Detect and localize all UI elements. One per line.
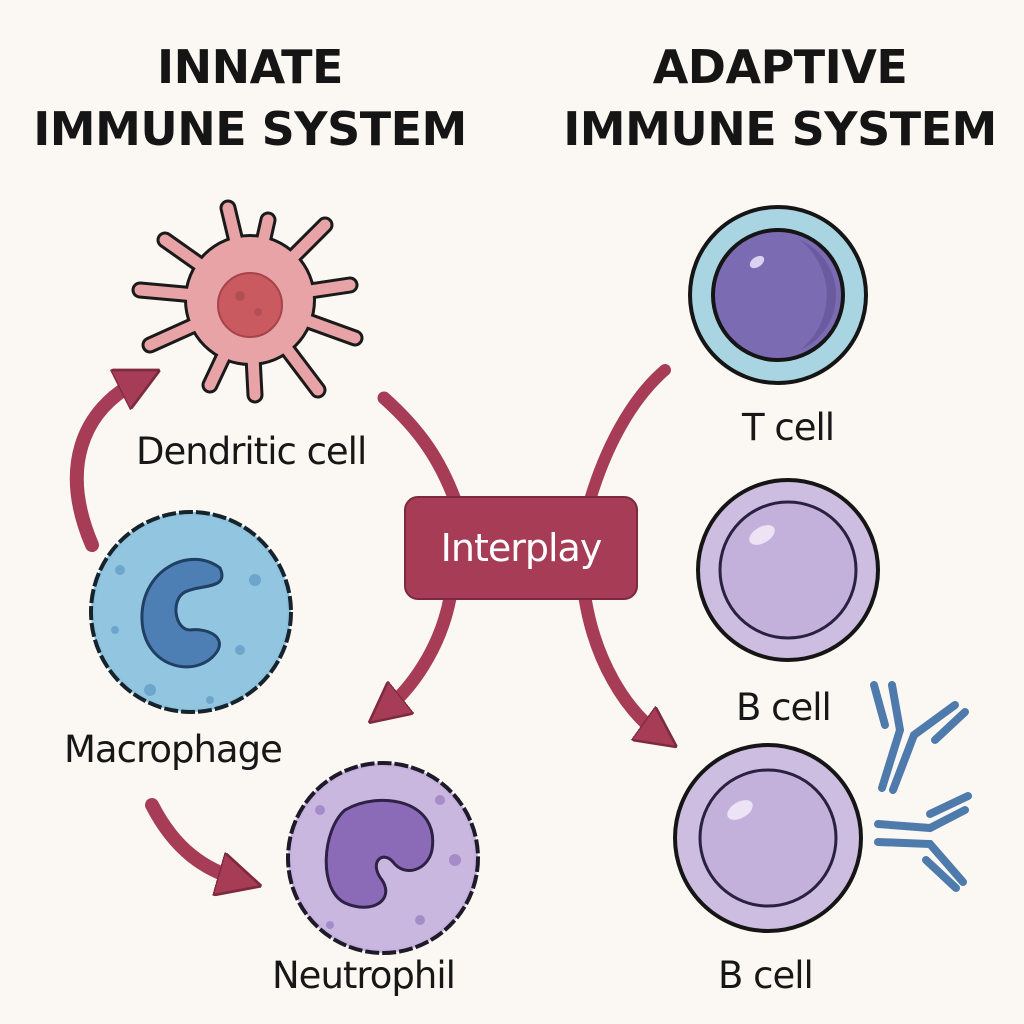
adaptive-heading-line2: IMMUNE SYSTEM bbox=[563, 102, 997, 156]
antibody-icon bbox=[874, 792, 972, 892]
arrow-interplay-to-neutrophil bbox=[385, 591, 457, 710]
neutrophil-nucleus bbox=[324, 798, 435, 909]
interplay-box: Interplay bbox=[404, 496, 638, 600]
macrophage-cell bbox=[89, 510, 293, 714]
innate-heading-line1: INNATE bbox=[157, 40, 343, 94]
b-cell-1 bbox=[696, 478, 880, 662]
neutrophil-label: Neutrophil bbox=[272, 954, 456, 997]
connector-tcell-to-interplay bbox=[584, 364, 671, 506]
dendritic-cell-label: Dendritic cell bbox=[136, 430, 367, 473]
b-cell-1-nucleus bbox=[718, 500, 858, 640]
b-cell-1-label: B cell bbox=[736, 686, 832, 729]
t-cell-label: T cell bbox=[742, 406, 835, 449]
dendritic-nucleus bbox=[217, 272, 283, 338]
innate-heading-line2: IMMUNE SYSTEM bbox=[33, 102, 467, 156]
macrophage-label: Macrophage bbox=[64, 728, 283, 771]
arrow-interplay-to-bcell bbox=[578, 591, 660, 735]
b-cell-2-nucleus bbox=[698, 768, 838, 908]
innate-heading: INNATE IMMUNE SYSTEM bbox=[0, 36, 500, 160]
arrow-macrophage-to-neutrophil bbox=[145, 798, 240, 880]
antibody-icon bbox=[870, 681, 969, 794]
arrow-macrophage-to-dendritic bbox=[69, 380, 140, 552]
t-cell-nucleus bbox=[711, 228, 845, 362]
macrophage-nucleus bbox=[140, 557, 224, 669]
adaptive-heading-line1: ADAPTIVE bbox=[652, 40, 908, 94]
adaptive-heading: ADAPTIVE IMMUNE SYSTEM bbox=[530, 36, 1024, 160]
neutrophil-cell bbox=[286, 761, 480, 955]
b-cell-2-label: B cell bbox=[718, 954, 814, 997]
dendritic-cell bbox=[131, 199, 364, 404]
connector-dendritic-to-interplay bbox=[377, 391, 462, 507]
t-cell bbox=[688, 205, 868, 385]
b-cell-2 bbox=[673, 743, 863, 933]
